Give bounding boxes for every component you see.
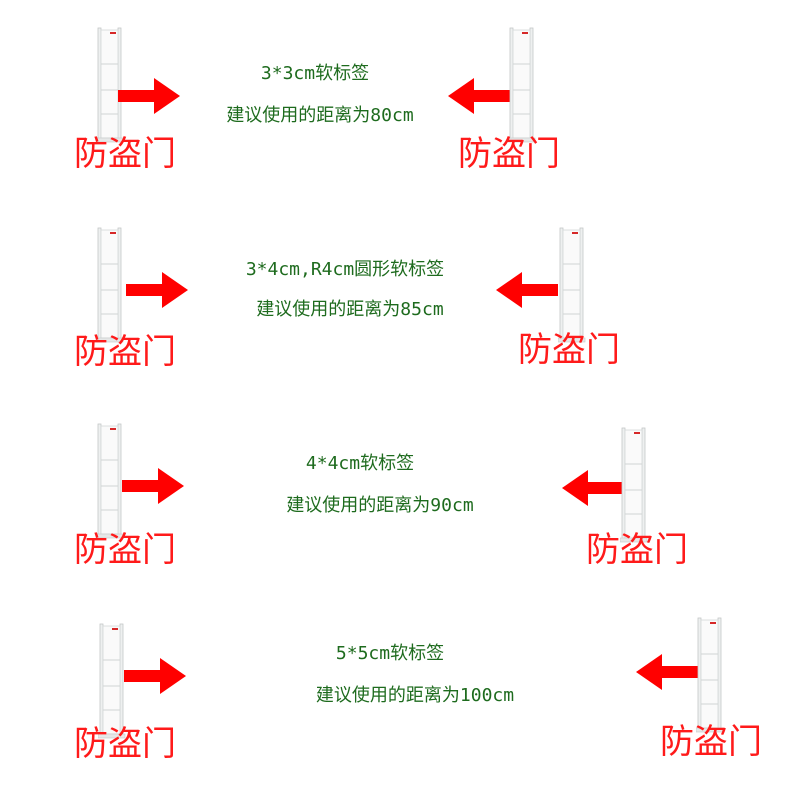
anti-theft-gate-icon (96, 24, 130, 144)
arrow-left-icon (636, 654, 698, 690)
distance-text: 建议使用的距离为100cm (315, 685, 515, 706)
tag-row-2: 防盗门 3*4cm,R4cm圆形软标签 建议使用的距离为85cm 防盗门 (0, 200, 800, 400)
arrow-left-icon (448, 78, 510, 114)
anti-theft-gate-icon (96, 224, 130, 344)
distance-text: 建议使用的距离为85cm (256, 299, 444, 320)
arrow-right-icon (122, 468, 184, 504)
tag-size-text: 4*4cm软标签 (305, 453, 415, 474)
gate-label: 防盗门 (74, 332, 176, 372)
tag-row-1: 防盗门 3*3cm软标签 建议使用的距离为80cm 防盗门 (0, 0, 800, 200)
arrow-right-icon (118, 78, 180, 114)
arrow-left-icon (496, 272, 558, 308)
gate-label: 防盗门 (74, 530, 176, 570)
tag-size-text: 5*5cm软标签 (335, 643, 445, 664)
anti-theft-gate-icon (508, 24, 542, 144)
gate-label: 防盗门 (660, 722, 762, 762)
arrow-right-icon (124, 658, 186, 694)
gate-label: 防盗门 (458, 134, 560, 174)
gate-label: 防盗门 (74, 724, 176, 764)
tag-row-4: 防盗门 5*5cm软标签 建议使用的距离为100cm 防盗门 (0, 600, 800, 800)
anti-theft-gate-icon (96, 420, 130, 540)
anti-theft-gate-icon (558, 224, 592, 344)
arrow-left-icon (562, 470, 624, 506)
gate-label: 防盗门 (74, 134, 176, 174)
anti-theft-gate-icon (696, 614, 730, 734)
tag-size-text: 3*3cm软标签 (260, 63, 370, 84)
gate-label: 防盗门 (586, 530, 688, 570)
tag-size-text: 3*4cm,R4cm圆形软标签 (245, 259, 445, 280)
anti-theft-gate-icon (98, 620, 132, 740)
arrow-right-icon (126, 272, 188, 308)
gate-label: 防盗门 (518, 330, 620, 370)
distance-text: 建议使用的距离为80cm (226, 105, 414, 126)
anti-theft-gate-icon (620, 424, 654, 544)
distance-text: 建议使用的距离为90cm (286, 495, 474, 516)
tag-row-3: 防盗门 4*4cm软标签 建议使用的距离为90cm 防盗门 (0, 400, 800, 600)
